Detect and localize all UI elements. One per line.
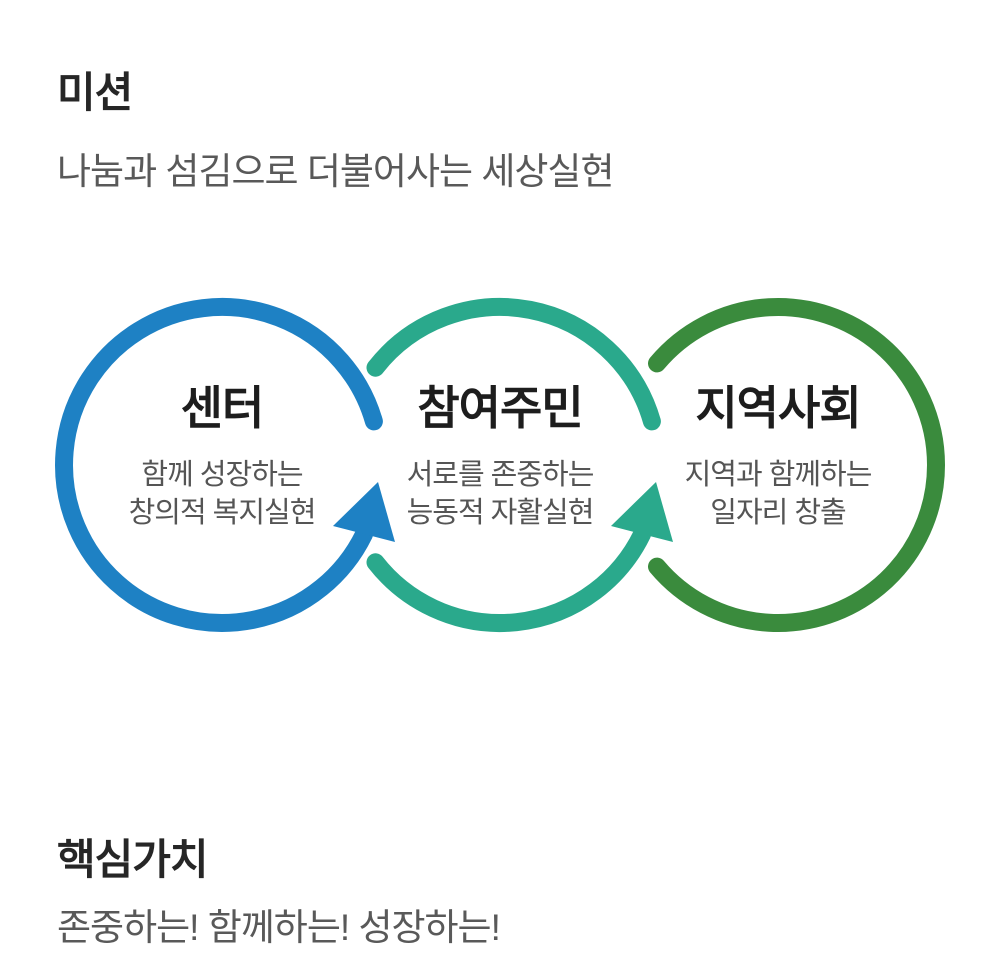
core-values-heading: 핵심가치: [57, 835, 209, 883]
node-residents-title: 참여주민: [417, 382, 583, 434]
center-circle-arc: [55, 298, 383, 632]
mission-heading: 미션: [57, 69, 133, 117]
node-residents-description: 서로를 존중하는 능동적 자활실현: [342, 456, 658, 532]
residents-circle-arc-top: [366, 297, 661, 431]
node-center-title: 센터: [180, 382, 265, 434]
node-residents-desc-line1: 서로를 존중하는: [406, 459, 595, 491]
node-community-title: 지역사회: [695, 382, 861, 434]
node-residents: 참여주민 서로를 존중하는 능동적 자활실현: [342, 280, 658, 660]
community-circle-arc: [648, 298, 945, 632]
node-community-desc-line2: 일자리 창출: [710, 497, 846, 529]
residents-circle-arrowhead-icon: [611, 482, 673, 542]
core-values-statement: 존중하는! 함께하는! 성장하는!: [57, 907, 501, 948]
node-center: 센터 함께 성장하는 창의적 복지실현: [64, 280, 380, 660]
node-center-description: 함께 성장하는 창의적 복지실현: [64, 456, 380, 532]
node-community-description: 지역과 함께하는 일자리 창출: [620, 456, 936, 532]
node-center-desc-line2: 창의적 복지실현: [128, 497, 317, 529]
residents-circle-arc-bottom: [366, 525, 651, 633]
node-community-desc-line1: 지역과 함께하는: [684, 459, 873, 491]
node-community: 지역사회 지역과 함께하는 일자리 창출: [620, 280, 936, 660]
node-center-desc-line1: 함께 성장하는: [141, 459, 303, 491]
center-circle-arrowhead-icon: [333, 482, 395, 542]
cycle-diagram: 센터 함께 성장하는 창의적 복지실현 참여주민 서로를 존중하는 능동적 자활…: [0, 280, 1000, 660]
cycle-arrows-graphic: [55, 297, 945, 633]
node-residents-desc-line2: 능동적 자활실현: [406, 497, 595, 529]
mission-statement: 나눔과 섬김으로 더불어사는 세상실현: [57, 151, 614, 192]
